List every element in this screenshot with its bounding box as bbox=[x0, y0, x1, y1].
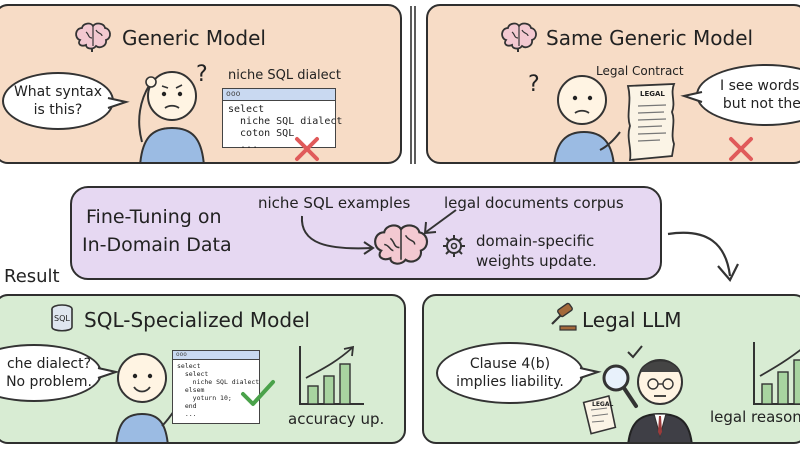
rising-bar-chart-icon bbox=[299, 345, 364, 405]
bubble-tail bbox=[97, 367, 120, 379]
accuracy-caption: accuracy up. bbox=[288, 410, 385, 428]
lawyer-figure bbox=[627, 359, 693, 442]
gear-icon bbox=[443, 235, 465, 257]
result-arrow bbox=[667, 231, 739, 282]
document-header: LEGAL bbox=[640, 90, 665, 98]
gavel-icon bbox=[551, 302, 577, 331]
fine-tuning-title-line1: Fine-Tuning on bbox=[86, 206, 222, 228]
confused-person-figure bbox=[138, 71, 205, 162]
magnifying-glass-icon bbox=[602, 364, 638, 408]
check-mark-icon bbox=[627, 345, 643, 359]
arrow-from-legal bbox=[423, 209, 457, 235]
panel-title: Same Generic Model bbox=[546, 26, 754, 50]
legal-contract-document bbox=[626, 83, 676, 162]
code-text: select niche SQL dialect coton SQL ... bbox=[228, 104, 343, 151]
document-label: Legal Contract bbox=[596, 64, 684, 78]
worried-person-figure bbox=[553, 75, 621, 162]
arrow-from-sql bbox=[300, 215, 375, 255]
fine-tuning-panel: Fine-Tuning on In-Domain Data niche SQL … bbox=[70, 186, 662, 280]
reasoning-caption: legal reason bbox=[710, 408, 800, 426]
speech-bubble: che dialect? No problem. bbox=[0, 344, 102, 402]
legal-paper-icon bbox=[582, 395, 617, 435]
window-controls: ooo bbox=[223, 89, 335, 101]
brain-icon bbox=[374, 224, 429, 265]
speech-bubble: Clause 4(b) implies liability. bbox=[436, 342, 584, 404]
sql-specialized-model-panel: SQL SQL-Specialized Model che dialect? N… bbox=[0, 294, 406, 444]
fail-cross-icon bbox=[295, 137, 319, 161]
same-generic-model-panel: Same Generic Model ? Legal Contract LEGA… bbox=[426, 4, 800, 164]
weights-update-line2: weights update. bbox=[476, 252, 597, 270]
result-label: Result bbox=[4, 266, 60, 287]
fine-tuning-title-line2: In-Domain Data bbox=[82, 234, 232, 256]
confident-person-figure bbox=[115, 353, 177, 442]
data-source-legal: legal documents corpus bbox=[444, 194, 624, 212]
data-source-sql: niche SQL examples bbox=[258, 194, 411, 212]
speech-bubble: What syntax is this? bbox=[2, 72, 114, 130]
bubble-tail bbox=[680, 91, 703, 103]
question-mark: ? bbox=[196, 62, 208, 87]
fail-cross-icon bbox=[729, 137, 753, 161]
panel-divider bbox=[410, 6, 416, 164]
rising-bar-chart-icon bbox=[753, 342, 800, 405]
bubble-tail bbox=[579, 367, 602, 379]
speech-bubble: I see words, but not the bbox=[696, 64, 800, 126]
code-text: select select niche SQL dialect elsem yo… bbox=[177, 362, 260, 418]
bubble-tail bbox=[107, 97, 130, 109]
weights-update-line1: domain-specific bbox=[476, 232, 595, 250]
code-window: ooo select niche SQL dialect coton SQL .… bbox=[222, 88, 342, 151]
panel-title: Legal LLM bbox=[582, 308, 682, 332]
panel-title: SQL-Specialized Model bbox=[84, 308, 310, 332]
panel-title: Generic Model bbox=[122, 26, 266, 50]
brain-icon bbox=[75, 22, 111, 52]
question-mark: ? bbox=[528, 72, 540, 97]
window-controls: ooo bbox=[173, 351, 259, 360]
database-label: SQL bbox=[54, 314, 70, 323]
code-window: ooo select select niche SQL dialect else… bbox=[172, 350, 260, 424]
success-check-icon bbox=[241, 380, 275, 406]
legal-llm-panel: Legal LLM Clause 4(b) implies liability.… bbox=[422, 294, 800, 444]
code-label: niche SQL dialect bbox=[228, 68, 341, 83]
brain-icon bbox=[501, 22, 537, 52]
database-icon bbox=[51, 304, 73, 332]
generic-model-panel: Generic Model What syntax is this? ? nic… bbox=[0, 4, 402, 164]
document-header: LEGAL bbox=[592, 401, 614, 408]
